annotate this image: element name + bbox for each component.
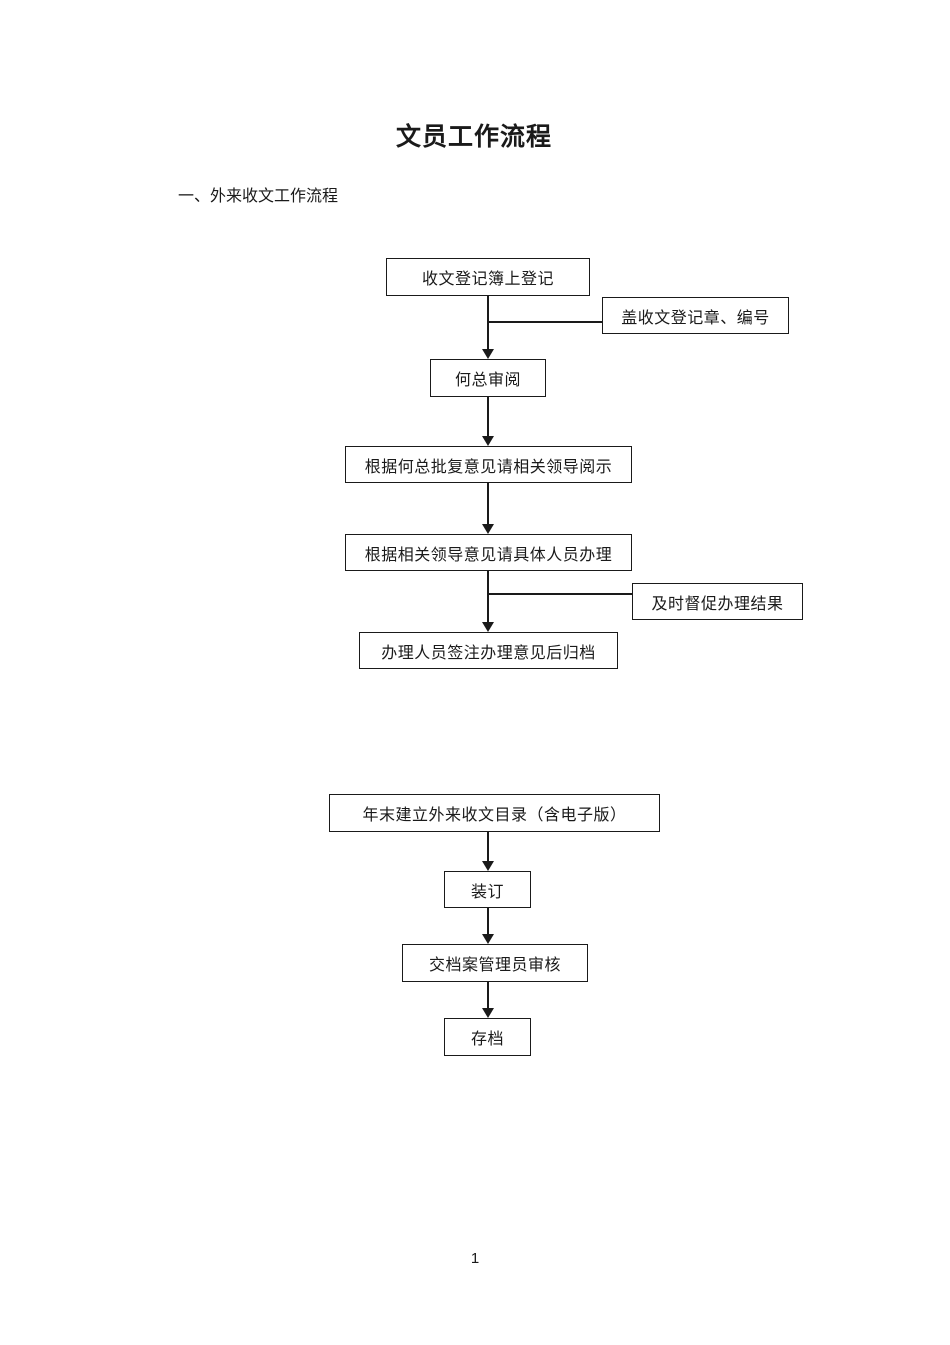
flow-node-archive: 存档: [444, 1018, 531, 1056]
arrow-down-icon: [482, 622, 494, 632]
section-heading: 一、外来收文工作流程: [178, 188, 339, 205]
connector-branch-stamp-number: [488, 321, 602, 323]
arrow-down-icon: [482, 1008, 494, 1018]
connector-archivist-review-to-archive: [487, 982, 489, 1008]
connector-binding-to-archivist-review: [487, 908, 489, 934]
flow-node-binding: 装订: [444, 871, 531, 908]
flow-node-assign-handler: 根据相关领导意见请具体人员办理: [345, 534, 632, 571]
flow-node-stamp-number: 盖收文登记章、编号: [602, 297, 789, 334]
arrow-down-icon: [482, 436, 494, 446]
flow-node-archivist-review: 交档案管理员审核: [402, 944, 588, 982]
flow-node-year-end-directory: 年末建立外来收文目录（含电子版）: [329, 794, 660, 832]
arrow-down-icon: [482, 349, 494, 359]
arrow-down-icon: [482, 934, 494, 944]
flow-node-gm-review: 何总审阅: [430, 359, 546, 397]
page-number: 1: [470, 1250, 480, 1267]
connector-gm-review-to-leaders-review: [487, 397, 489, 436]
flow-node-register: 收文登记簿上登记: [386, 258, 590, 296]
flow-node-sign-and-archive: 办理人员签注办理意见后归档: [359, 632, 618, 669]
arrow-down-icon: [482, 861, 494, 871]
connector-branch-supervise-results: [488, 593, 632, 595]
arrow-down-icon: [482, 524, 494, 534]
page-title: 文员工作流程: [396, 124, 553, 151]
connector-assign-to-sign-archive: [487, 571, 489, 622]
flow-node-leaders-review: 根据何总批复意见请相关领导阅示: [345, 446, 632, 483]
flow-node-supervise-results: 及时督促办理结果: [632, 583, 803, 620]
connector-directory-to-binding: [487, 832, 489, 861]
connector-leaders-review-to-assign: [487, 483, 489, 524]
